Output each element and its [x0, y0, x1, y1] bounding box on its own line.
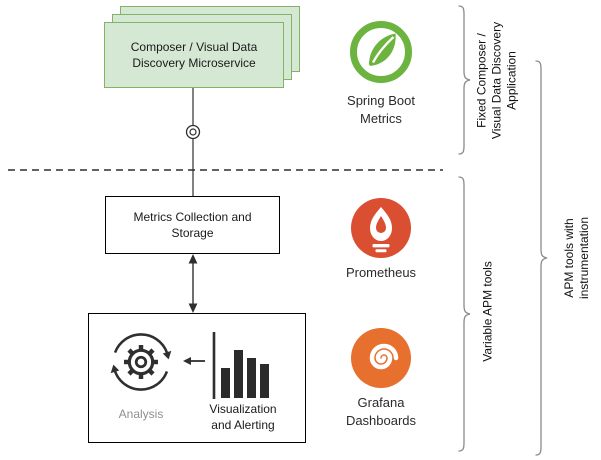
- apm-tools-box: Analysis Visualization and Alerting: [88, 313, 306, 443]
- prometheus-flame-icon: [351, 198, 411, 258]
- annotation-instrumentation: APM tools with instrumentation: [562, 216, 591, 300]
- analysis-label: Analysis: [118, 407, 164, 421]
- annotation-fixed-app: Fixed Composer / Visual Data Discovery A…: [474, 21, 519, 140]
- gear-sync-icon: [110, 333, 172, 391]
- prometheus-label: Prometheus: [345, 265, 417, 280]
- microservice-label: Composer / Visual Data Discovery Microse…: [130, 39, 258, 70]
- metrics-storage-box: Metrics Collection and Storage: [105, 196, 280, 254]
- stack-card-front: Composer / Visual Data Discovery Microse…: [104, 22, 284, 88]
- annotation-variable-apm: Variable APM tools: [480, 261, 495, 362]
- grafana-label: Grafana Dashboards: [345, 395, 417, 428]
- fixed-app-brace-icon: [458, 5, 471, 155]
- left-arrow-icon: [183, 357, 205, 365]
- lollipop-interface-icon: [185, 124, 201, 140]
- bar-chart-icon: [212, 332, 269, 399]
- instrumentation-brace-icon: [535, 60, 548, 456]
- variable-apm-brace-icon: [458, 176, 471, 452]
- grafana-spiral-icon: [351, 328, 411, 388]
- visualization-label: Visualization and Alerting: [209, 402, 277, 432]
- bidirectional-arrow: [188, 254, 198, 313]
- spring-boot-label: Spring Boot Metrics: [347, 93, 415, 126]
- spring-leaf-icon: [350, 21, 412, 83]
- metrics-storage-label: Metrics Collection and Storage: [133, 209, 252, 240]
